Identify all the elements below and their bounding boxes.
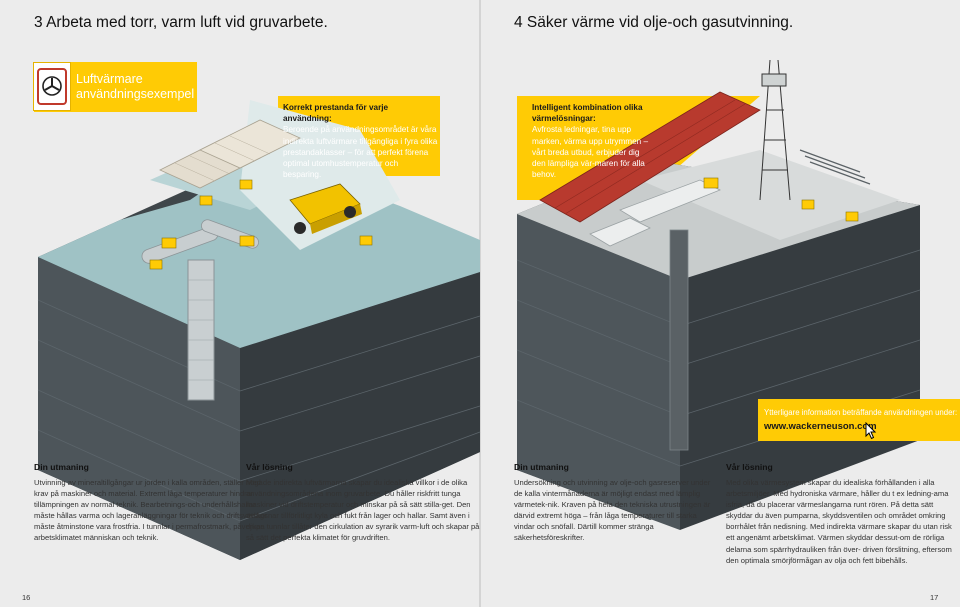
banner-title: Luftvärmare [76,72,143,86]
column-body: Undersökning och utvinning av olje-och g… [514,478,711,543]
right-callout: Intelligent kombination olika värmelösni… [532,102,650,180]
column-body: Med de indirekta luftvärmarna skapar du … [246,478,480,543]
site-building [619,179,721,223]
column-heading: Din utmaning [34,462,89,472]
page-title: 3 Arbeta med torr, varm luft vid gruvarb… [34,14,328,31]
cursor-icon [865,422,877,440]
site-building [589,217,651,247]
dump-truck [289,183,362,234]
heater-units [149,179,373,270]
challenge-column: Din utmaning Utvinning av mineraltillgån… [34,462,269,544]
banner-subtitle: användningsexempel [76,87,195,101]
challenge-column: Din utmaning Undersökning och utvinning … [514,462,716,544]
page-number: 16 [22,593,31,602]
strata-lines [37,299,481,522]
shaft-rings [188,279,214,381]
column-heading: Vår lösning [726,462,773,472]
earth-side-right [680,205,920,530]
callout-body: Avfrosta ledningar, tina upp marken, vär… [532,125,649,180]
borehole [669,229,689,451]
pipeline [799,149,871,185]
callout-heading: Korrekt prestanda för varje användning: [283,103,389,124]
info-line: Ytterligare information beträffande anvä… [764,408,958,417]
column-heading: Vår lösning [246,462,293,472]
concrete-pad [640,150,900,240]
callout-heading: Intelligent kombination olika värmelösni… [532,103,643,124]
banner-text: Luftvärmare användningsexempel [76,72,194,102]
solution-column: Vår lösning Med de indirekta luftvärmarn… [246,462,481,544]
website-link[interactable]: www.wackerneuson.com [764,421,877,432]
heater-units [703,177,859,222]
page-number: 17 [930,593,939,602]
column-body: Utvinning av mineraltillgångar ur jorden… [34,478,268,543]
column-heading: Din utmaning [514,462,569,472]
heater-fan-icon [33,62,71,111]
earth-side-right [240,272,480,560]
solution-column: Vår lösning Med olika värmesystem skapar… [726,462,952,566]
page-title: 4 Säker värme vid olje-och gasutvinning. [514,14,794,31]
tent-halls [159,119,301,189]
mine-shaft [187,259,215,401]
container-stack [539,91,761,223]
left-callout: Korrekt prestanda för varje användning: … [283,102,438,180]
column-body: Med olika värmesystem skapar du idealisk… [726,478,952,565]
drilling-tower [759,59,791,201]
earth-side-left [517,214,680,530]
info-box: Ytterligare information beträffande anvä… [758,399,960,441]
callout-body: Beroende på användningsområdet är våra i… [283,125,438,180]
